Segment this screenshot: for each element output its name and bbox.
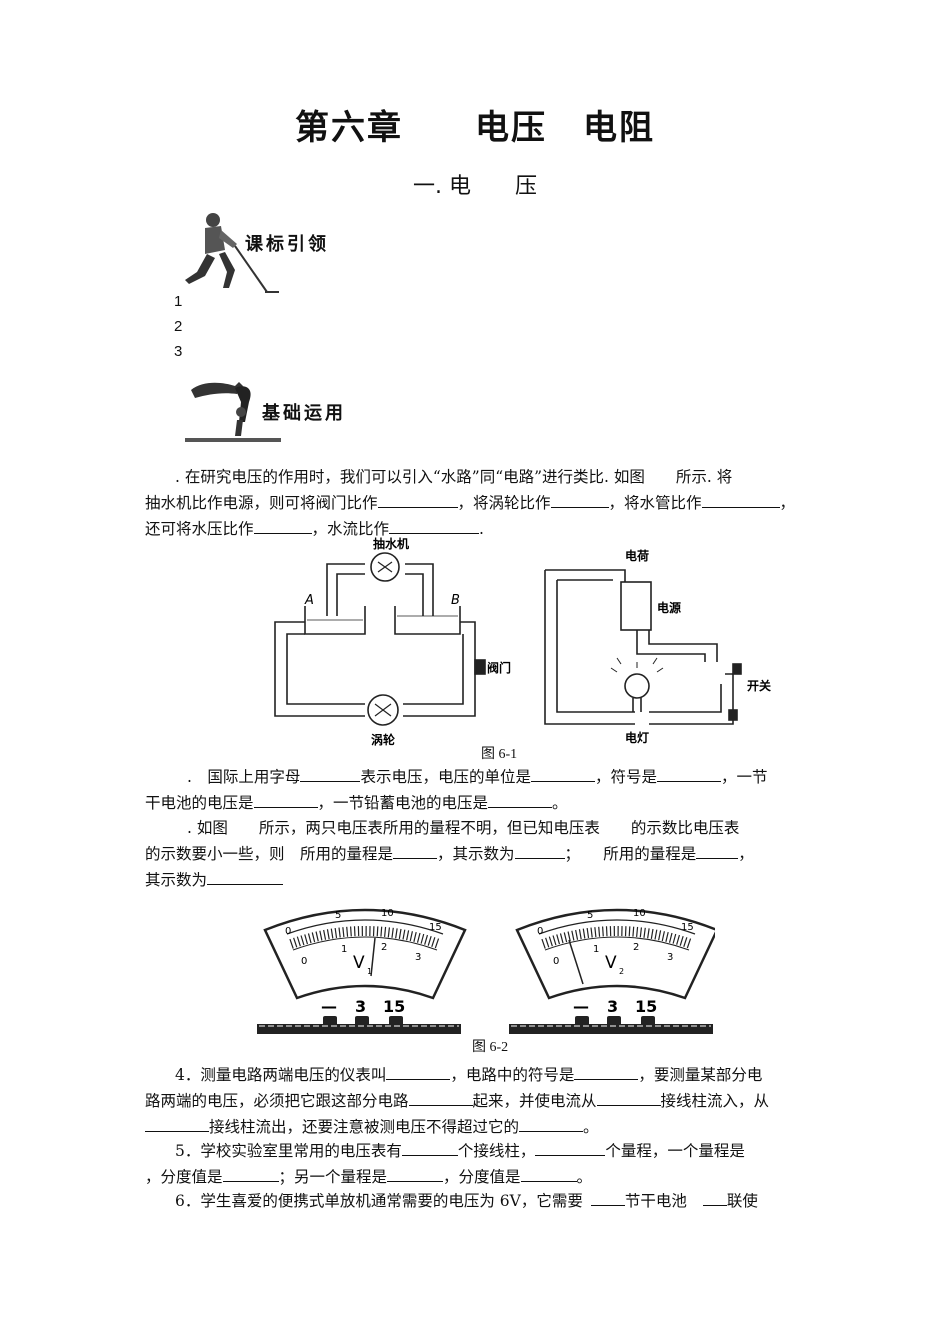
svg-text:2: 2 [381,942,387,953]
q4-blank-limit[interactable] [519,1115,584,1132]
svg-text:3: 3 [607,997,618,1016]
needle-2 [568,939,584,985]
figure-6-2: 0 5 10 15 0 1 2 3 V 1 — 3 15 0 5 10 15 0… [257,908,715,1034]
question-1: . 在研究电压的作用时，我们可以引入“水路”同“电路”进行类比. 如图 所示. … [145,468,796,538]
q2-blank-lead-acid[interactable] [488,791,553,808]
label-charge: 电荷 [625,548,649,563]
gymnast-icon [185,382,281,442]
label-valve: 阀门 [487,660,511,675]
objective-2: 2 [174,318,183,335]
svg-text:5: 5 [335,910,341,921]
label-b: B [451,593,460,608]
q5-blank-division-1[interactable] [222,1165,279,1182]
q1-blank-pipe[interactable] [701,491,780,508]
q4-blank-symbol[interactable] [574,1063,639,1080]
q1-line1: . 在研究电压的作用时，我们可以引入“水路”同“电路”进行类比. 如图 所示. … [175,468,733,486]
objective-1: 1 [174,293,183,310]
section-label-jichu: 基础运用 [262,403,346,424]
question-4: 4．测量电路两端电压的仪表叫，电路中的符号是，要测量某部分电 路两端的电压，必须… [145,1062,810,1140]
q3-blank-range-1[interactable] [393,842,438,859]
svg-text:1: 1 [367,967,372,976]
meter-2-symbol: V [605,953,617,973]
q1-blank-valve[interactable] [377,491,458,508]
figure-6-1-caption: 图 6-1 [481,747,518,762]
svg-text:15: 15 [635,997,657,1016]
objective-3: 3 [174,343,183,360]
meter-1-symbol: V [353,953,365,973]
q3-blank-range-2[interactable] [696,842,739,859]
q1-blank-flow[interactable] [389,517,480,534]
q4-blank-out-terminal[interactable] [145,1115,209,1132]
svg-text:—: — [573,997,589,1016]
q5-blank-division-2[interactable] [520,1165,577,1182]
q4-blank-in-terminal[interactable] [596,1089,661,1106]
q1-blank-turbine[interactable] [550,491,609,508]
svg-text:2: 2 [619,967,624,976]
voltmeter-2: 0 5 10 15 0 1 2 3 V 2 — 3 15 [509,908,715,1034]
svg-text:—: — [321,997,337,1016]
svg-text:3: 3 [355,997,366,1016]
svg-text:0: 0 [553,956,559,967]
q6-blank-cells[interactable] [590,1189,625,1206]
svg-text:1: 1 [593,944,599,955]
label-pump: 抽水机 [373,536,409,551]
q2-blank-unit[interactable] [530,765,595,782]
label-turbine: 涡轮 [371,732,396,747]
svg-text:3: 3 [667,952,673,963]
q1-blank-pressure[interactable] [253,517,312,534]
svg-text:5: 5 [587,910,593,921]
figure-6-1: 抽水机 A B 阀门 涡轮 电荷 电源 开关 电灯 [274,536,771,747]
svg-text:10: 10 [381,908,394,919]
q5-blank-ranges[interactable] [535,1139,606,1156]
q3-blank-reading-1[interactable] [514,842,565,859]
q2-blank-letter[interactable] [300,765,361,782]
svg-text:0: 0 [285,926,291,937]
q6-blank-connection[interactable] [702,1189,727,1206]
electric-circuit-diagram [544,569,742,725]
chapter-title: 第六章 电压 电阻 [295,108,655,148]
q2-blank-dry-cell[interactable] [253,791,318,808]
hockey-player-icon [185,213,279,293]
svg-text:3: 3 [415,952,421,963]
question-2: . 国际上用字母表示电压，电压的单位是，符号是，一节 干电池的电压是，一节铅蓄电… [145,764,810,816]
q5-blank-terminals[interactable] [401,1139,458,1156]
label-lamp: 电灯 [625,730,649,745]
q4-blank-instrument[interactable] [386,1063,451,1080]
section-label-kebiao: 课标引领 [245,234,329,255]
svg-text:2: 2 [633,942,639,953]
svg-text:10: 10 [633,908,646,919]
svg-text:15: 15 [383,997,405,1016]
label-switch: 开关 [747,678,771,693]
voltmeter-1: 0 5 10 15 0 1 2 3 V 1 — 3 15 [257,908,467,1034]
needle-1 [370,937,376,977]
q4-blank-connection[interactable] [408,1089,473,1106]
q3-blank-reading-2[interactable] [207,868,284,885]
svg-text:1: 1 [341,944,347,955]
label-a: A [304,593,314,608]
svg-text:15: 15 [429,922,442,933]
water-circuit-diagram [274,552,486,726]
svg-text:15: 15 [681,922,694,933]
svg-text:0: 0 [537,926,543,937]
label-source: 电源 [657,600,681,615]
section-title: 一. 电 压 [413,174,537,199]
q5-blank-range-2[interactable] [387,1165,444,1182]
question-6: 6．学生喜爱的便携式单放机通常需要的电压为 6V，它需要节干电池联使 [145,1188,810,1214]
figure-6-2-caption: 图 6-2 [472,1040,509,1055]
question-3: . 如图 所示，两只电压表所用的量程不明，但已知电压表 的示数比电压表 的示数要… [145,819,754,889]
svg-text:0: 0 [301,956,307,967]
question-5: 5．学校实验室里常用的电压表有个接线柱，个量程，一个量程是 ，分度值是；另一个量… [145,1138,810,1190]
q2-blank-symbol[interactable] [656,765,721,782]
